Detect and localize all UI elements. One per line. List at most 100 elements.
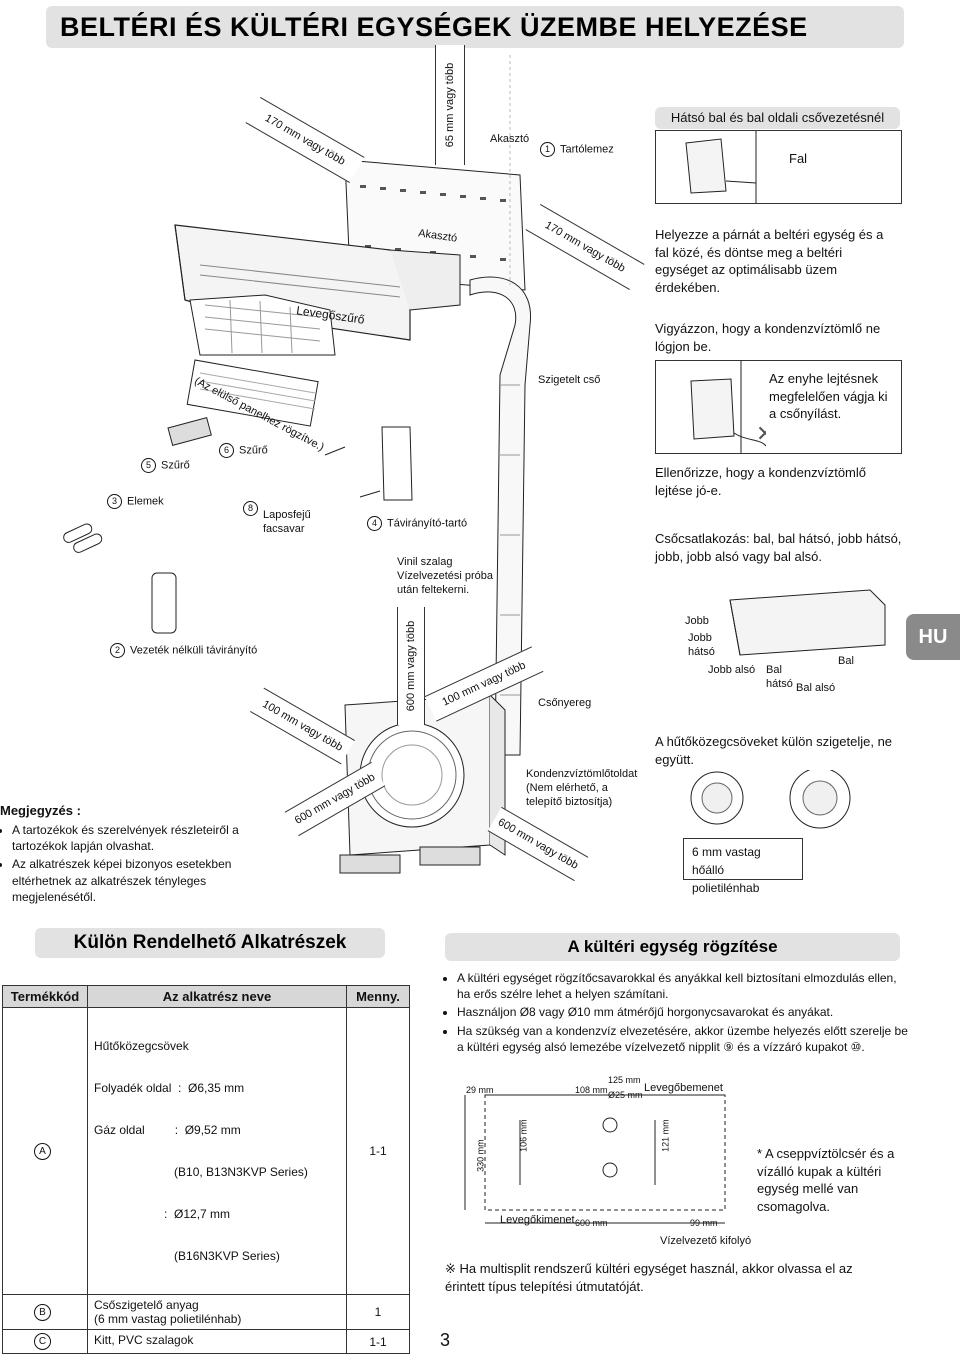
- name-line: Hűtőközegcsövek: [94, 1039, 189, 1053]
- num-badge-1: 1: [540, 142, 555, 157]
- outdoor-bullet: Ha szükség van a kondenzvíz elvezetésére…: [457, 1023, 912, 1055]
- dim-121: 121 mm: [660, 1119, 671, 1152]
- pipe-drawing: [469, 276, 532, 756]
- code-b: B: [34, 1303, 51, 1321]
- name-line: (B10, B13N3KVP Series): [94, 1165, 308, 1179]
- dim-25: Ø25 mm: [608, 1090, 643, 1100]
- name-line: (B16N3KVP Series): [94, 1249, 280, 1263]
- dim-125: 125 mm: [608, 1075, 641, 1085]
- name-line: : Ø12,7 mm: [94, 1207, 231, 1221]
- wireless-remote-text: Vezeték nélküli távirányító: [130, 644, 258, 657]
- parts-heading: Külön Rendelhető Alkatrészek: [73, 932, 347, 953]
- rear-left-piping-text: Hátsó bal és bal oldali csővezetésnél: [670, 110, 885, 126]
- hook-label-top: Akasztó: [490, 133, 530, 145]
- table-row: B Csőszigetelő anyag (6 mm vastag poliet…: [2, 1294, 410, 1330]
- title-bar: BELTÉRI ÉS KÜLTÉRI EGYSÉGEK ÜZEMBE HELYE…: [46, 6, 904, 48]
- num-badge-2: 2: [110, 643, 125, 658]
- table-row: C Kitt, PVC szalagok 1-1: [2, 1329, 410, 1354]
- dim-600: 600 mm: [575, 1218, 608, 1228]
- wall-label: Fal: [789, 151, 808, 166]
- wireless-remote-label: 2 Vezeték nélküli távirányító: [110, 643, 257, 658]
- dim-108: 108 mm: [575, 1085, 608, 1095]
- dir-right-rear: Jobb hátsó: [688, 632, 715, 658]
- col-header-name: Az alkatrész neve: [87, 985, 347, 1008]
- name-line: Folyadék oldal : Ø6,35 mm: [94, 1081, 245, 1095]
- check-drain-text: Ellenőrizze, hogy a kondenzvíztömlő lejt…: [655, 465, 867, 498]
- insulate-text: A hűtőközegcsöveket külön szigetelje, ne…: [655, 734, 893, 767]
- air-filter-drawing: [186, 294, 336, 427]
- note-item: Az alkatrészek képei bizonyos esetekben …: [12, 856, 270, 905]
- multisplit-note: ※ Ha multisplit rendszerű kültéri egység…: [445, 1261, 853, 1294]
- num-badge-8: 8: [243, 501, 258, 516]
- note-item: A tartozékok és szerelvények részleteirő…: [12, 822, 270, 854]
- num-badge-6: 6: [219, 443, 234, 458]
- outdoor-base-sketch: [464, 1094, 726, 1224]
- remote-drawing: [151, 572, 177, 634]
- remote-holder-text: Távirányító-tartó: [387, 517, 468, 530]
- dim-330: 330 mm: [475, 1139, 486, 1172]
- clearance-label-600-vert: 600 mm vagy több: [405, 620, 417, 712]
- page-number: 3: [440, 1330, 451, 1350]
- foam-text: 6 mm vastag hőálló polietilénhab: [692, 845, 761, 895]
- num-badge-3: 3: [107, 494, 122, 509]
- batteries-text: Elemek: [127, 495, 164, 508]
- remote-holder-label: 4 Távirányító-tartó: [367, 516, 467, 531]
- dir-left-bottom: Bal alsó: [796, 682, 836, 694]
- language-badge: HU: [906, 614, 960, 660]
- air-inlet-label: Levegőbemenet: [644, 1082, 723, 1094]
- dim-29: 29 mm: [466, 1085, 494, 1095]
- notes-block: Megjegyzés : A tartozékok és szerelvénye…: [0, 803, 270, 907]
- dim-99: 99 mm: [690, 1218, 718, 1228]
- mounting-plate-text: Tartólemez: [560, 143, 614, 156]
- filter6-text: Szűrő: [239, 444, 268, 457]
- qty-a: 1-1: [346, 1007, 410, 1295]
- rear-left-piping-header: Hátsó bal és bal oldali csővezetésnél: [655, 107, 900, 129]
- dir-right-bottom: Jobb alsó: [708, 664, 756, 676]
- page-title: BELTÉRI ÉS KÜLTÉRI EGYSÉGEK ÜZEMBE HELYE…: [60, 11, 808, 42]
- pipe-direction-sketch: [729, 589, 886, 656]
- name-line: Csőszigetelő anyag: [94, 1298, 199, 1312]
- col-header-code: Termékkód: [2, 985, 88, 1008]
- screw-drawing: [324, 446, 381, 498]
- pipe-connection-text: Csőcsatlakozás: bal, bal hátsó, jobb hát…: [655, 531, 902, 564]
- notes-heading: Megjegyzés :: [0, 803, 81, 818]
- foam-box: 6 mm vastag hőálló polietilénhab: [683, 838, 803, 895]
- num-badge-4: 4: [367, 516, 382, 531]
- insulated-pipe-label: Szigetelt cső: [538, 374, 601, 386]
- slope-sketch: ✕: [690, 361, 774, 453]
- filter5-text: Szűrő: [161, 459, 190, 472]
- dir-left-rear: Bal hátsó: [766, 664, 793, 690]
- parts-heading-bar: Külön Rendelhető Alkatrészek: [35, 928, 385, 958]
- batteries-drawing: [63, 523, 103, 553]
- slope-box: ✕ Az enyhe lejtésnek megfelelően vágja k…: [655, 360, 902, 454]
- drain-note: * A cseppvíztölcsér és a vízálló kupak a…: [757, 1146, 895, 1214]
- batteries-label: 3 Elemek: [107, 494, 164, 509]
- filter6-label: 6 Szűrő: [219, 443, 268, 458]
- name-line: (6 mm vastag polietilénhab): [94, 1312, 242, 1326]
- clearance-arrow-600-vert: 600 mm vagy több: [397, 607, 425, 725]
- qty-c: 1-1: [346, 1329, 410, 1354]
- dir-right: Jobb: [685, 615, 709, 627]
- outdoor-bullet: Használjon Ø8 vagy Ø10 mm átmérőjű horgo…: [457, 1004, 912, 1020]
- drain-extension-label: Kondenzvíztömlőtoldat (Nem elérhető, a t…: [526, 768, 638, 808]
- cushion-text: Helyezze a párnát a beltéri egység és a …: [655, 227, 884, 295]
- name-line: Kitt, PVC szalagok: [94, 1333, 194, 1347]
- drain-outlet-label: Vízelvezető kifolyó: [660, 1235, 752, 1247]
- parts-table: Termékkód Az alkatrész neve Menny. A Hűt…: [2, 985, 410, 1354]
- name-line: Gáz oldal : Ø9,52 mm: [94, 1123, 241, 1137]
- filter5-drawing: [167, 417, 212, 446]
- code-a: A: [34, 1142, 51, 1160]
- slope-text: Az enyhe lejtésnek megfelelően vágja ki …: [769, 371, 888, 422]
- mounting-plate-label: 1 Tartólemez: [540, 142, 614, 157]
- col-header-qty: Menny.: [346, 985, 410, 1008]
- clearance-arrow-65-top: 65 mm vagy több: [435, 45, 465, 165]
- code-c: C: [34, 1333, 51, 1350]
- dir-left: Bal: [838, 655, 854, 667]
- insulation-sketch: [690, 770, 851, 829]
- outdoor-bullet: A kültéri egységet rögzítőcsavarokkal és…: [457, 970, 912, 1002]
- dim-106: 106 mm: [518, 1119, 529, 1152]
- air-outlet-label: Levegőkimenet: [500, 1214, 575, 1226]
- hose-warning-text: Vigyázzon, hogy a kondenzvíztömlő ne lóg…: [655, 321, 881, 354]
